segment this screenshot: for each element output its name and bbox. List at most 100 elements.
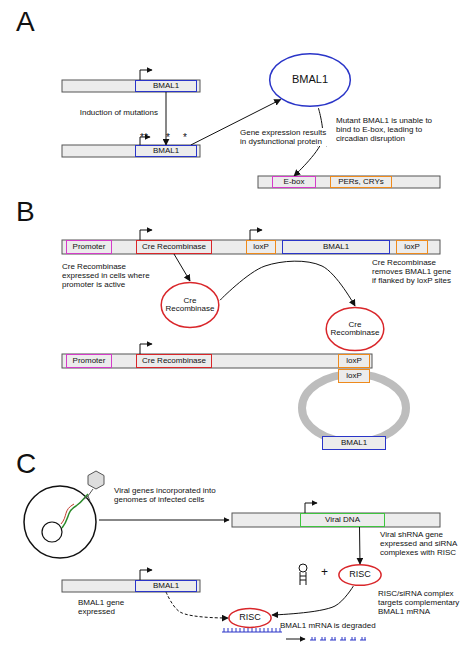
mrna-fragment: [360, 637, 366, 640]
loxp-site: loxP: [246, 240, 276, 254]
cre-gene-box: Cre Recombinase: [136, 240, 212, 254]
fragment-base: [365, 637, 366, 640]
ellipse-shape: [161, 282, 219, 327]
node-text: loxP: [253, 243, 269, 251]
fragment-base: [355, 637, 356, 640]
node-text: Viral DNA: [325, 516, 360, 524]
node-text: BMAL1: [153, 147, 179, 155]
promoter-box: Promoter: [66, 354, 112, 368]
mrna-bases: [224, 628, 280, 632]
mutant-gene-box: BMAL1: [135, 145, 197, 157]
gene-box: BMAL1: [135, 580, 197, 592]
mrna-base: [236, 628, 237, 632]
fragment-base: [322, 637, 323, 640]
fragment-base: [325, 637, 326, 640]
virus-capsid: [88, 471, 104, 489]
tss-arrow: [305, 503, 317, 513]
viral-dna-strand: [62, 494, 88, 528]
mutation-mark: *: [183, 133, 187, 143]
mrna-fragment: [350, 637, 356, 640]
node-text: loxP: [346, 372, 362, 380]
ellipse-shape: [270, 54, 351, 107]
excised-dna-loop: [302, 374, 406, 442]
tss-arrow: [140, 570, 152, 580]
mrna-base: [248, 628, 249, 632]
node-text: Cre Recombinase: [165, 297, 215, 314]
hairpin-loop: [299, 564, 307, 572]
gene-box: BMAL1: [322, 436, 386, 450]
connector-arrow: [272, 586, 353, 615]
node-text: loxP: [404, 243, 420, 251]
fragment-base: [342, 637, 343, 640]
tss-arrow: [140, 70, 152, 80]
hairpin-stem: [300, 572, 306, 585]
mutation-mark: *: [166, 133, 170, 143]
risc-complex: RISC: [228, 608, 272, 628]
loxp-site: loxP: [396, 240, 428, 254]
node-text: Promoter: [73, 243, 106, 251]
node-text: Cre Recombinase: [330, 321, 380, 338]
ellipse-shape: [339, 565, 381, 586]
plus-sign: +: [321, 566, 328, 578]
node-text: BMAL1: [153, 82, 179, 90]
node-text: BMAL1: [292, 74, 328, 86]
gene-box: BMAL1: [135, 80, 197, 92]
mrna-base: [228, 628, 229, 632]
cre-protein: Cre Recombinase: [160, 281, 220, 329]
cre-protein: Cre Recombinase: [325, 306, 385, 352]
mrna-base: [264, 628, 265, 632]
mrna-fragment: [330, 637, 336, 640]
viral-dna-box: Viral DNA: [300, 513, 385, 527]
nucleus: [42, 522, 62, 542]
node-text: Promoter: [73, 357, 106, 365]
node-text: BMAL1: [323, 243, 349, 251]
fragment-base: [335, 637, 336, 640]
node-text: Cre Recombinase: [142, 357, 206, 365]
gene-bar: [62, 240, 440, 254]
mrna-base: [272, 628, 273, 632]
gene-bars: [62, 80, 440, 592]
viral-dna-strand: [61, 504, 74, 524]
step-note: Viral genes incorporated into genomes of…: [114, 486, 224, 504]
loxp-site: loxP: [338, 369, 370, 383]
mrna-base: [224, 628, 225, 632]
gene-bar: [62, 580, 200, 592]
edge-label: Mutant BMAL1 is unable to bind to E-box,…: [336, 116, 444, 144]
mrna-fragment: [320, 637, 326, 640]
tss-arrow: [140, 230, 152, 240]
degradation-arrow: [286, 639, 305, 640]
connector-arrow: [166, 592, 228, 618]
cell-membrane: [24, 486, 96, 558]
tss-arrow: [250, 230, 262, 240]
edge-label: Cre Recombinase expressed in cells where…: [62, 262, 154, 290]
node-text: RISC: [239, 613, 261, 622]
protein-circle: BMAL1: [268, 52, 352, 108]
panel-letter: C: [16, 450, 36, 478]
gene-bar: [62, 354, 372, 368]
edge-label: BMAL1 gene expressed: [78, 598, 156, 616]
node-text: RISC: [349, 570, 371, 579]
gene-bar: [258, 176, 440, 188]
connector-arrow: [174, 254, 190, 281]
cre-gene-box: Cre Recombinase: [136, 354, 212, 368]
virus-leg: [88, 496, 90, 501]
node-text: PERs, CRYs: [338, 178, 384, 186]
node-text: BMAL1: [153, 582, 179, 590]
virus-leg: [84, 496, 88, 499]
panel-letter: A: [16, 8, 35, 36]
edge-label: Cre Recombinase removes BMAL1 gene if fl…: [372, 258, 452, 286]
mrna-base: [276, 628, 277, 632]
fragment-base: [332, 637, 333, 640]
gene-box: BMAL1: [282, 240, 390, 254]
fragment-base: [315, 637, 316, 640]
gene-bar: [232, 513, 440, 527]
mutation-mark: **: [140, 133, 148, 143]
connector-arrow: [220, 261, 355, 306]
promoter-box: Promoter: [66, 240, 112, 254]
tss-arrow: [140, 344, 152, 354]
panel-letter: B: [16, 198, 35, 226]
target-genes-box: PERs, CRYs: [330, 176, 392, 188]
connector-arrow: [359, 527, 361, 564]
step-note: BMAL1 mRNA is degraded: [280, 621, 376, 630]
